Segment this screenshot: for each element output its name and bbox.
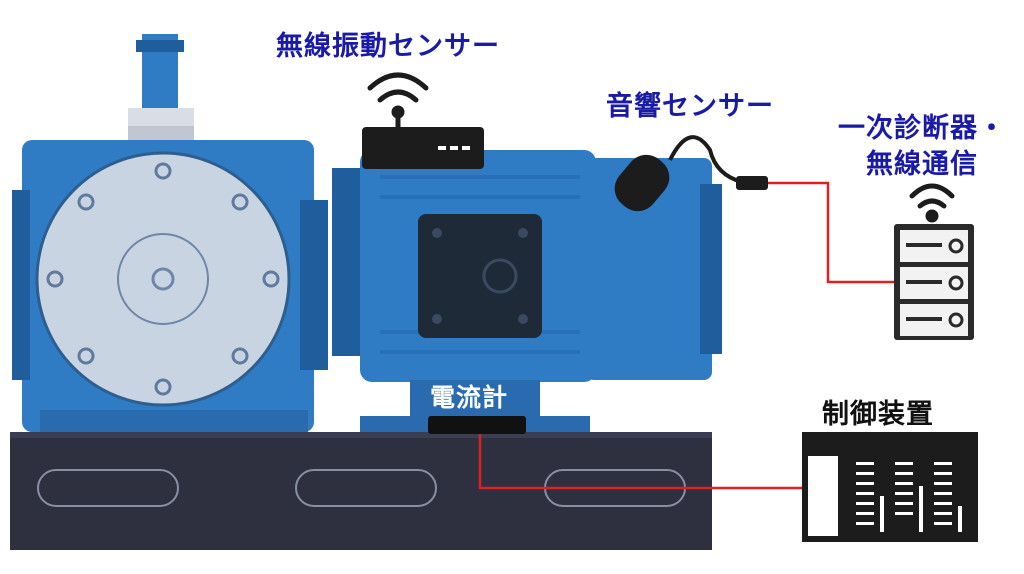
sensor-cable-icon (668, 135, 743, 184)
wifi-icon (909, 183, 955, 223)
wifi-icon (367, 72, 429, 130)
primary-diagnostic-device (894, 183, 974, 340)
label-current-meter: 電流計 (430, 383, 509, 412)
label-wireless-vibration-sensor: 無線振動センサー (276, 31, 500, 62)
base-platform (10, 432, 712, 550)
label-acoustic-sensor: 音響センサー (606, 91, 774, 122)
label-control-device: 制御装置 (822, 399, 934, 430)
terminal-box (418, 214, 542, 338)
wireless-vibration-sensor (362, 72, 484, 169)
motor-unit (332, 150, 722, 432)
acoustic-sensor (614, 135, 768, 212)
signal-lines (478, 181, 894, 490)
control-device (802, 432, 978, 542)
pump-face (35, 151, 291, 407)
pump-unit (12, 34, 328, 432)
label-primary-diagnosis-line1: 一次診断器・ (838, 113, 1006, 144)
label-primary-diagnosis-line2: 無線通信 (866, 149, 978, 180)
current-meter-device (428, 416, 526, 434)
